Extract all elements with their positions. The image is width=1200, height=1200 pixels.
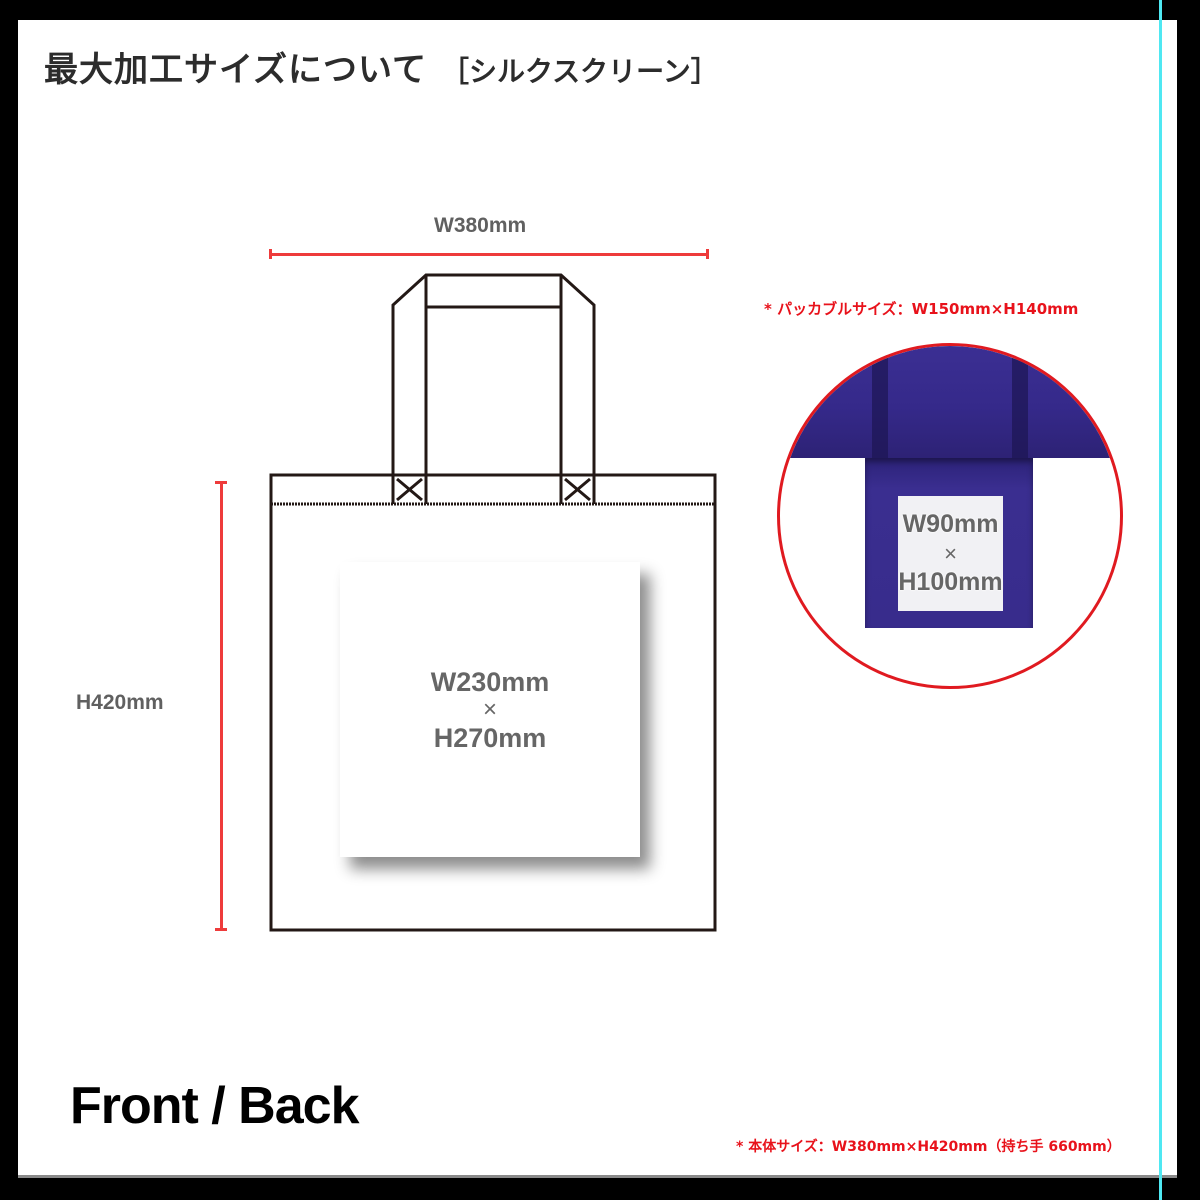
width-line-end-tick (706, 249, 709, 259)
strap-shadow-right (1012, 346, 1028, 458)
guide-line (1159, 0, 1162, 1200)
body-size-note: * 本体サイズ：W380mm×H420mm（持ち手 660mm） (736, 1139, 1121, 1155)
pouch-print-area: W90mm × H100mm (898, 496, 1003, 611)
times-sign: × (482, 695, 497, 723)
page-title: 最大加工サイズについて ［シルクスクリーン］ (44, 42, 719, 91)
width-dimension-line (270, 253, 709, 256)
strap-shadow-left (872, 346, 888, 458)
bag-body (269, 473, 717, 932)
height-line-bottom-tick (215, 928, 227, 931)
folded-bag-fabric (780, 346, 1120, 458)
title-method: ［シルクスクリーン］ (440, 55, 719, 88)
packable-pouch-photo: W90mm × H100mm (777, 343, 1123, 689)
packable-size-note: * パッカブルサイズ：W150mm×H140mm (764, 300, 1079, 318)
width-line-start-tick (269, 249, 272, 259)
height-dimension-line (220, 482, 223, 930)
pouch-print-height: H100mm (898, 568, 1003, 596)
print-height: H270mm (433, 722, 547, 753)
bag-width-label: W380mm (434, 214, 527, 237)
print-width: W230mm (430, 666, 550, 697)
bag-height-label: H420mm (76, 691, 164, 714)
print-area-front: W230mm × H270mm (340, 562, 640, 857)
height-line-top-tick (215, 481, 227, 484)
pouch-print-width: W90mm (902, 510, 999, 538)
view-label: Front / Back (70, 1077, 359, 1135)
times-sign: × (944, 541, 957, 566)
title-main: 最大加工サイズについて (44, 50, 427, 90)
